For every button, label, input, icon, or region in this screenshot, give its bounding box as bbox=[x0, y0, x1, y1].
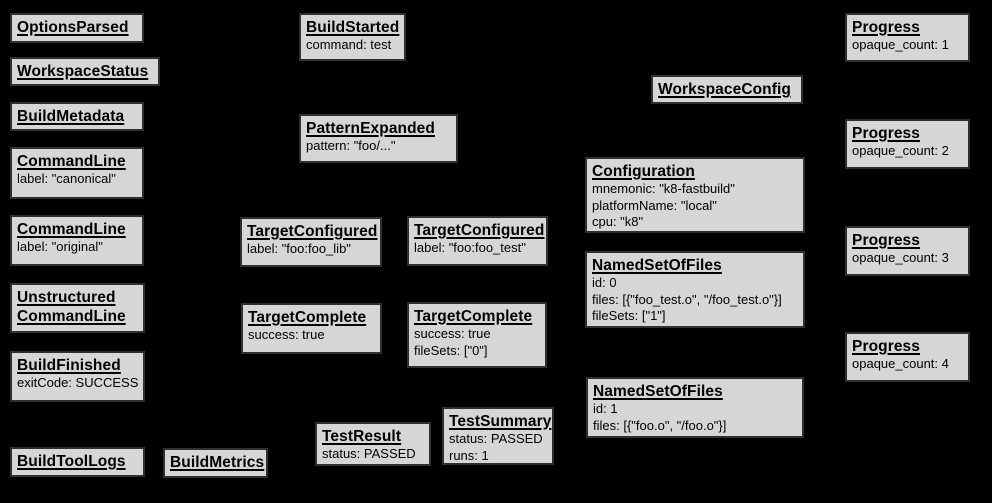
node-field: pattern: "foo/..." bbox=[306, 138, 396, 153]
node-field: exitCode: SUCCESS bbox=[17, 375, 139, 390]
node-field: label: "foo:foo_lib" bbox=[247, 241, 351, 256]
node-title: Progress bbox=[852, 338, 920, 355]
node-field: opaque_count: 1 bbox=[852, 37, 949, 52]
node-field: fileSets: ["0"] bbox=[414, 342, 488, 358]
node-title: BuildFinished bbox=[17, 357, 121, 374]
node-field: files: [{"foo.o", "/foo.o"}] bbox=[593, 417, 727, 433]
node-title: TestSummary bbox=[449, 413, 552, 430]
node-title: Progress bbox=[852, 19, 920, 36]
node-field: label: "original" bbox=[17, 239, 103, 254]
node-field: success: true bbox=[248, 327, 325, 342]
node-title: Progress bbox=[852, 232, 920, 249]
node-title: OptionsParsed bbox=[17, 19, 129, 36]
node-title: NamedSetOfFiles bbox=[593, 383, 723, 400]
node-field: fileSets: ["1"] bbox=[592, 308, 666, 323]
node-title: NamedSetOfFiles bbox=[592, 257, 722, 274]
node-title: BuildToolLogs bbox=[17, 453, 126, 470]
node-field: cpu: "k8" bbox=[592, 214, 644, 229]
node-title: Unstructured bbox=[17, 289, 116, 306]
node-title: PatternExpanded bbox=[306, 120, 435, 137]
node-title: TargetConfigured bbox=[247, 223, 378, 240]
node-title: Configuration bbox=[592, 163, 695, 180]
node-title: TestResult bbox=[322, 428, 402, 445]
node-title: BuildMetrics bbox=[170, 454, 265, 471]
node-title: BuildStarted bbox=[306, 19, 400, 36]
node-title: CommandLine bbox=[17, 153, 126, 170]
node-field: id: 1 bbox=[593, 401, 618, 416]
node-field: command: test bbox=[306, 37, 392, 52]
node-title: WorkspaceConfig bbox=[658, 81, 791, 98]
node-title: TargetConfigured bbox=[414, 222, 545, 239]
node-field: runs: 1 bbox=[449, 447, 489, 463]
node-field: status: PASSED bbox=[322, 446, 416, 461]
node-field: opaque_count: 3 bbox=[852, 250, 949, 265]
node-field: platformName: "local" bbox=[592, 197, 717, 213]
diagram-node-build-tool-logs: BuildToolLogs bbox=[10, 447, 145, 477]
diagram-node-build-metrics: BuildMetrics bbox=[163, 448, 268, 478]
node-title: BuildMetadata bbox=[17, 108, 125, 125]
node-title: TargetComplete bbox=[414, 308, 533, 325]
node-title: CommandLine bbox=[17, 308, 126, 325]
node-field: label: "foo:foo_test" bbox=[414, 240, 526, 255]
node-title: Progress bbox=[852, 125, 920, 142]
node-field: label: "canonical" bbox=[17, 171, 116, 186]
diagram-node-options-parsed: OptionsParsed bbox=[10, 13, 144, 43]
node-title: TargetComplete bbox=[248, 309, 367, 326]
diagram-node-build-metadata: BuildMetadata bbox=[10, 102, 144, 131]
diagram-node-workspace-status: WorkspaceStatus bbox=[10, 57, 160, 86]
node-title: WorkspaceStatus bbox=[17, 63, 149, 80]
node-field: success: true bbox=[414, 326, 491, 341]
node-field: mnemonic: "k8-fastbuild" bbox=[592, 181, 735, 196]
diagram-node-workspace-config: WorkspaceConfig bbox=[651, 75, 803, 104]
node-field: files: [{"foo_test.o", "/foo_test.o"}] bbox=[592, 291, 782, 307]
node-field: opaque_count: 4 bbox=[852, 356, 949, 371]
node-field: id: 0 bbox=[592, 275, 617, 290]
node-field: status: PASSED bbox=[449, 431, 543, 446]
node-title: CommandLine bbox=[17, 221, 126, 238]
node-field: opaque_count: 2 bbox=[852, 143, 949, 158]
